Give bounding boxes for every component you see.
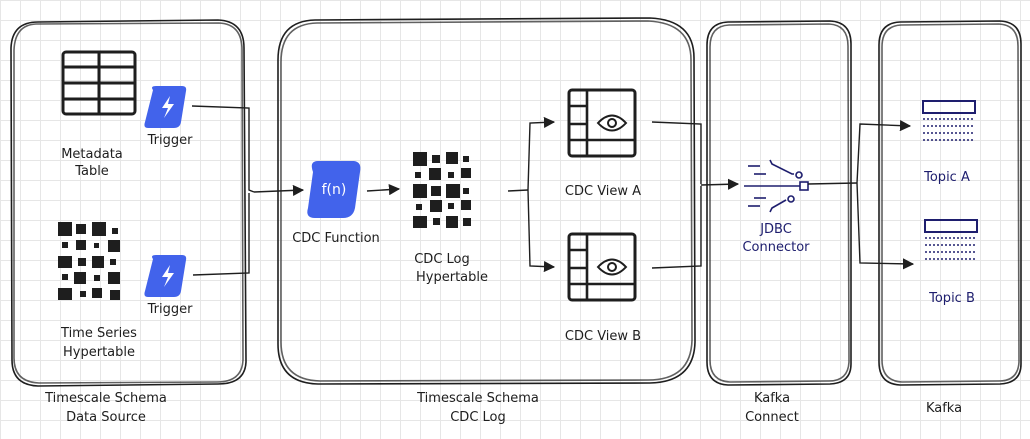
connector-lines (191, 105, 915, 276)
group-cdc-container (277, 17, 696, 385)
cdc-log-label-line2: Hypertable (416, 270, 488, 285)
connect-group-caption-line1: Kafka (754, 391, 790, 406)
cdc-function-icon: f(n) (307, 161, 361, 218)
trigger-top-label: Trigger (147, 133, 193, 148)
trigger-bottom-label: Trigger (147, 302, 193, 317)
cdc-function-symbol: f(n) (322, 182, 347, 198)
metadata-table-icon (61, 50, 137, 116)
cdc-view-b-label: CDC View B (565, 329, 641, 344)
topic-b-icon (924, 219, 978, 260)
group-source-container (10, 19, 247, 387)
source-group-caption-line2: Data Source (66, 410, 146, 425)
group-connect-container (706, 20, 852, 386)
topic-a-label: Topic A (923, 170, 970, 185)
jdbc-connector-label-line1: JDBC (759, 222, 792, 237)
metadata-table-label-line1: Metadata (61, 147, 123, 162)
group-kafka-container (878, 20, 1022, 386)
trigger-bottom-icon (144, 255, 187, 297)
connect-group-caption-line2: Connect (745, 410, 799, 425)
cdc-log-label-line1: CDC Log (414, 252, 470, 267)
cdc-view-a-icon (567, 88, 637, 158)
source-group-caption-line1: Timescale Schema (44, 391, 167, 406)
time-series-label-line2: Hypertable (63, 345, 135, 360)
jdbc-connector-icon (744, 159, 809, 213)
cdc-view-a-label: CDC View A (565, 184, 641, 199)
cdc-group-caption-line1: Timescale Schema (416, 391, 539, 406)
jdbc-connector-label-line2: Connector (742, 240, 810, 255)
topic-a-icon (922, 100, 976, 141)
cdc-function-label: CDC Function (292, 231, 380, 246)
time-series-hypertable-icon (58, 222, 120, 300)
time-series-label-line1: Time Series (60, 326, 137, 341)
metadata-table-label-line2: Table (74, 164, 109, 179)
cdc-log-hypertable-icon (413, 152, 471, 228)
cdc-group-caption-line2: CDC Log (450, 410, 506, 425)
trigger-top-icon (144, 86, 187, 128)
cdc-view-b-icon (567, 232, 637, 302)
kafka-group-caption: Kafka (926, 401, 962, 416)
topic-b-label: Topic B (928, 291, 975, 306)
